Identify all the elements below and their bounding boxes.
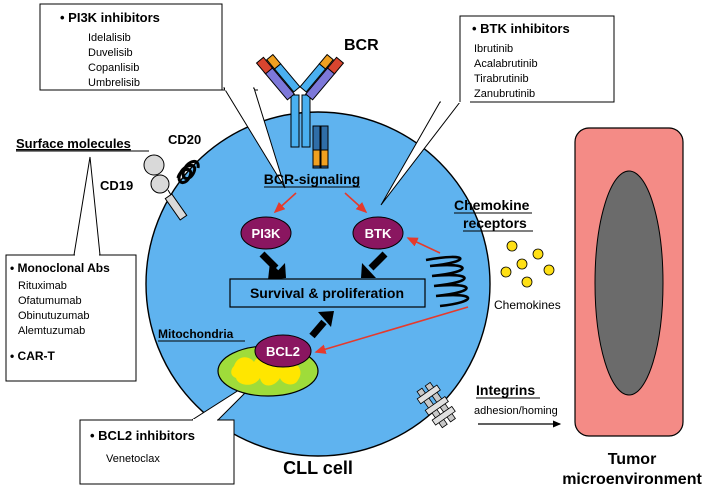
surface-drug-1: Rituximab (18, 280, 67, 292)
pi3k-drug-3: Copanlisib (88, 62, 139, 74)
arrow-to-pi3k (273, 192, 297, 214)
btk-box-title: • BTK inhibitors (472, 21, 570, 36)
pi3k-node (240, 216, 292, 250)
bcr-signaling-label: BCR-signaling (264, 171, 360, 187)
arrow-to-btk (344, 192, 368, 214)
bcl2-box-title: • BCL2 inhibitors (90, 428, 195, 443)
pi3k-box-title: • PI3K inhibitors (60, 10, 160, 25)
btk-drug-2: Acalabrutinib (474, 58, 538, 70)
chemokine-receptor-coil (425, 255, 470, 308)
arrow-bcl2-to-survival (309, 319, 327, 339)
pi3k-inhibitors-box: • PI3K inhibitors Idelalisib Duvelisib C… (39, 3, 286, 189)
chemokine-receptors-label-1: Chemokine (454, 197, 530, 213)
survival-box (229, 278, 426, 308)
tumor-label-line1: Tumor (608, 451, 657, 468)
integrin-molecule (416, 381, 456, 429)
surface-therapy-box: • Monoclonal Abs Rituximab Ofatumumab Ob… (5, 156, 137, 382)
bcr-receptor (255, 53, 345, 169)
btk-drug-4: Zanubrutinib (474, 88, 535, 100)
bcl2-label: BCL2 (266, 344, 300, 359)
pi3k-drug-2: Duvelisib (88, 47, 133, 59)
btk-drug-1: Ibrutinib (474, 43, 513, 55)
chemokines-label: Chemokines (494, 298, 561, 312)
pi3k-drug-1: Idelalisib (88, 32, 131, 44)
bcr-label: BCR (344, 37, 379, 54)
arrow-receptor-to-bcl2 (314, 306, 469, 354)
cll-cell-label: CLL cell (283, 458, 353, 478)
bcl2-drug-1: Venetoclax (106, 453, 160, 465)
adhesion-label: adhesion/homing (474, 405, 558, 417)
btk-node (352, 216, 404, 250)
bcl2-node (254, 334, 312, 368)
cd20-coil (176, 160, 200, 184)
surface-molecules-label: Surface molecules (16, 136, 131, 151)
btk-drug-3: Tirabrutinib (474, 73, 529, 85)
btk-label: BTK (365, 226, 392, 241)
surface-box-title: • Monoclonal Abs (10, 261, 110, 275)
survival-label: Survival & proliferation (250, 285, 404, 301)
cd19-label: CD19 (100, 178, 133, 193)
surface-drug-3: Obinutuzumab (18, 310, 90, 322)
arrow-btk-to-survival (368, 251, 388, 271)
arrow-receptor-to-btk (406, 237, 441, 254)
chemokine-dots (500, 240, 555, 288)
surface-box-title2: • CAR-T (10, 349, 56, 363)
pi3k-label: PI3K (252, 226, 282, 241)
surface-drug-4: Alemtuzumab (18, 325, 85, 337)
btk-inhibitors-box: • BTK inhibitors Ibrutinib Acalabrutinib… (380, 15, 615, 206)
tumor-label-line2: microenvironment (562, 471, 702, 488)
integrins-label: Integrins (476, 382, 535, 398)
surface-drug-2: Ofatumumab (18, 295, 82, 307)
mitochondria-label: Mitochondria (158, 327, 234, 341)
cd20-label: CD20 (168, 132, 201, 147)
pi3k-drug-4: Umbrelisib (88, 77, 140, 89)
chemokine-receptors-label-2: receptors (463, 215, 527, 231)
tumor-cell-nucleus (594, 170, 664, 396)
cd19-molecule (143, 154, 188, 221)
